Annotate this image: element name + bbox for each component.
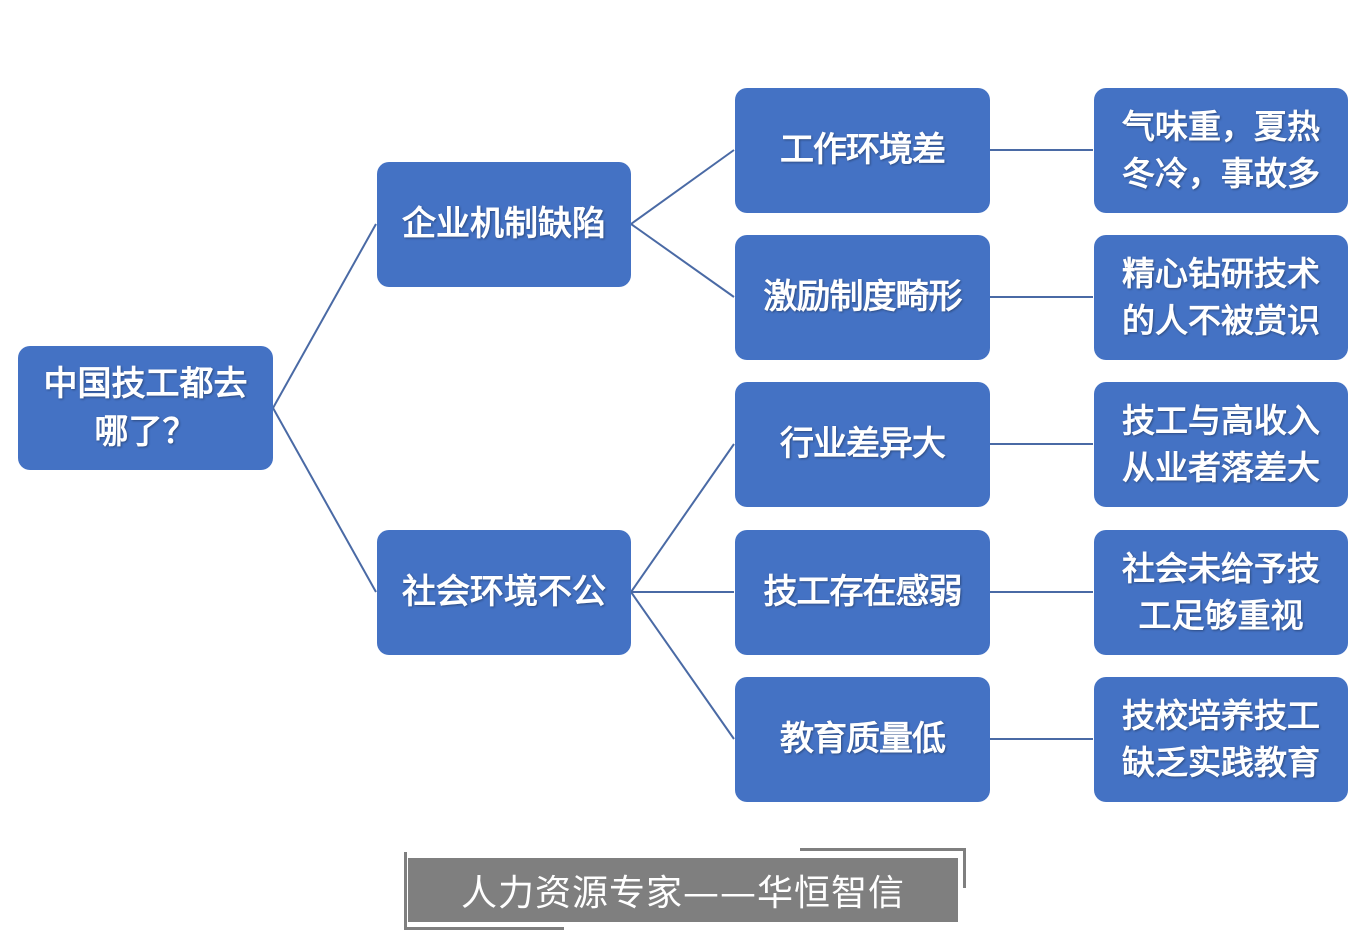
branch-label: 企业机制缺陷 <box>402 204 606 245</box>
detail-line: 社会未给予技 <box>1122 548 1320 588</box>
footer-watermark: 人力资源专家——华恒智信 <box>408 858 958 922</box>
root-line-1: 中国技工都去 <box>43 363 248 404</box>
cause-label: 行业差异大 <box>780 424 946 465</box>
cause-node-weak-presence: 技工存在感弱 <box>735 530 990 655</box>
footer-text: 人力资源专家——华恒智信 <box>460 873 905 914</box>
cause-node-work-environment: 工作环境差 <box>735 88 990 213</box>
connector-root-branch-2 <box>272 407 377 593</box>
detail-line: 工足够重视 <box>1138 595 1304 635</box>
detail-line: 技校培养技工 <box>1122 695 1320 735</box>
footer-frame-bottom <box>404 927 564 930</box>
detail-line: 缺乏实践教育 <box>1122 742 1320 782</box>
branch-label: 社会环境不公 <box>402 572 606 613</box>
detail-line: 技工与高收入 <box>1122 400 1320 440</box>
connector-branch-1-cause-2 <box>630 223 735 298</box>
connector-branch-2-cause-3 <box>630 443 735 593</box>
cause-node-industry-gap: 行业差异大 <box>735 382 990 507</box>
branch-node-enterprise: 企业机制缺陷 <box>377 162 631 287</box>
detail-line: 的人不被赏识 <box>1122 300 1320 340</box>
root-line-2: 哪了？ <box>94 412 197 452</box>
connector-branch-2-cause-5 <box>630 591 735 740</box>
detail-line: 精心钻研技术 <box>1122 253 1320 293</box>
detail-line: 从业者落差大 <box>1122 447 1320 487</box>
cause-node-incentive-system: 激励制度畸形 <box>735 235 990 360</box>
cause-label: 技工存在感弱 <box>763 572 963 613</box>
detail-node-1: 气味重，夏热 冬冷，事故多 <box>1094 88 1348 213</box>
footer-frame-top <box>800 848 966 851</box>
detail-line: 气味重，夏热 <box>1122 106 1320 146</box>
footer-frame-left <box>404 852 407 930</box>
detail-node-4: 社会未给予技 工足够重视 <box>1094 530 1348 655</box>
cause-label: 激励制度畸形 <box>763 277 963 318</box>
cause-node-education-quality: 教育质量低 <box>735 677 990 802</box>
detail-node-5: 技校培养技工 缺乏实践教育 <box>1094 677 1348 802</box>
detail-node-2: 精心钻研技术 的人不被赏识 <box>1094 235 1348 360</box>
detail-line: 冬冷，事故多 <box>1122 153 1320 193</box>
connector-branch-1-cause-1 <box>630 149 735 225</box>
footer-frame-right <box>963 848 966 888</box>
cause-label: 工作环境差 <box>780 130 946 171</box>
branch-node-society: 社会环境不公 <box>377 530 631 655</box>
detail-node-3: 技工与高收入 从业者落差大 <box>1094 382 1348 507</box>
cause-label: 教育质量低 <box>780 719 946 760</box>
root-node: 中国技工都去 哪了？ <box>18 346 273 470</box>
connector-root-branch-1 <box>272 223 377 409</box>
